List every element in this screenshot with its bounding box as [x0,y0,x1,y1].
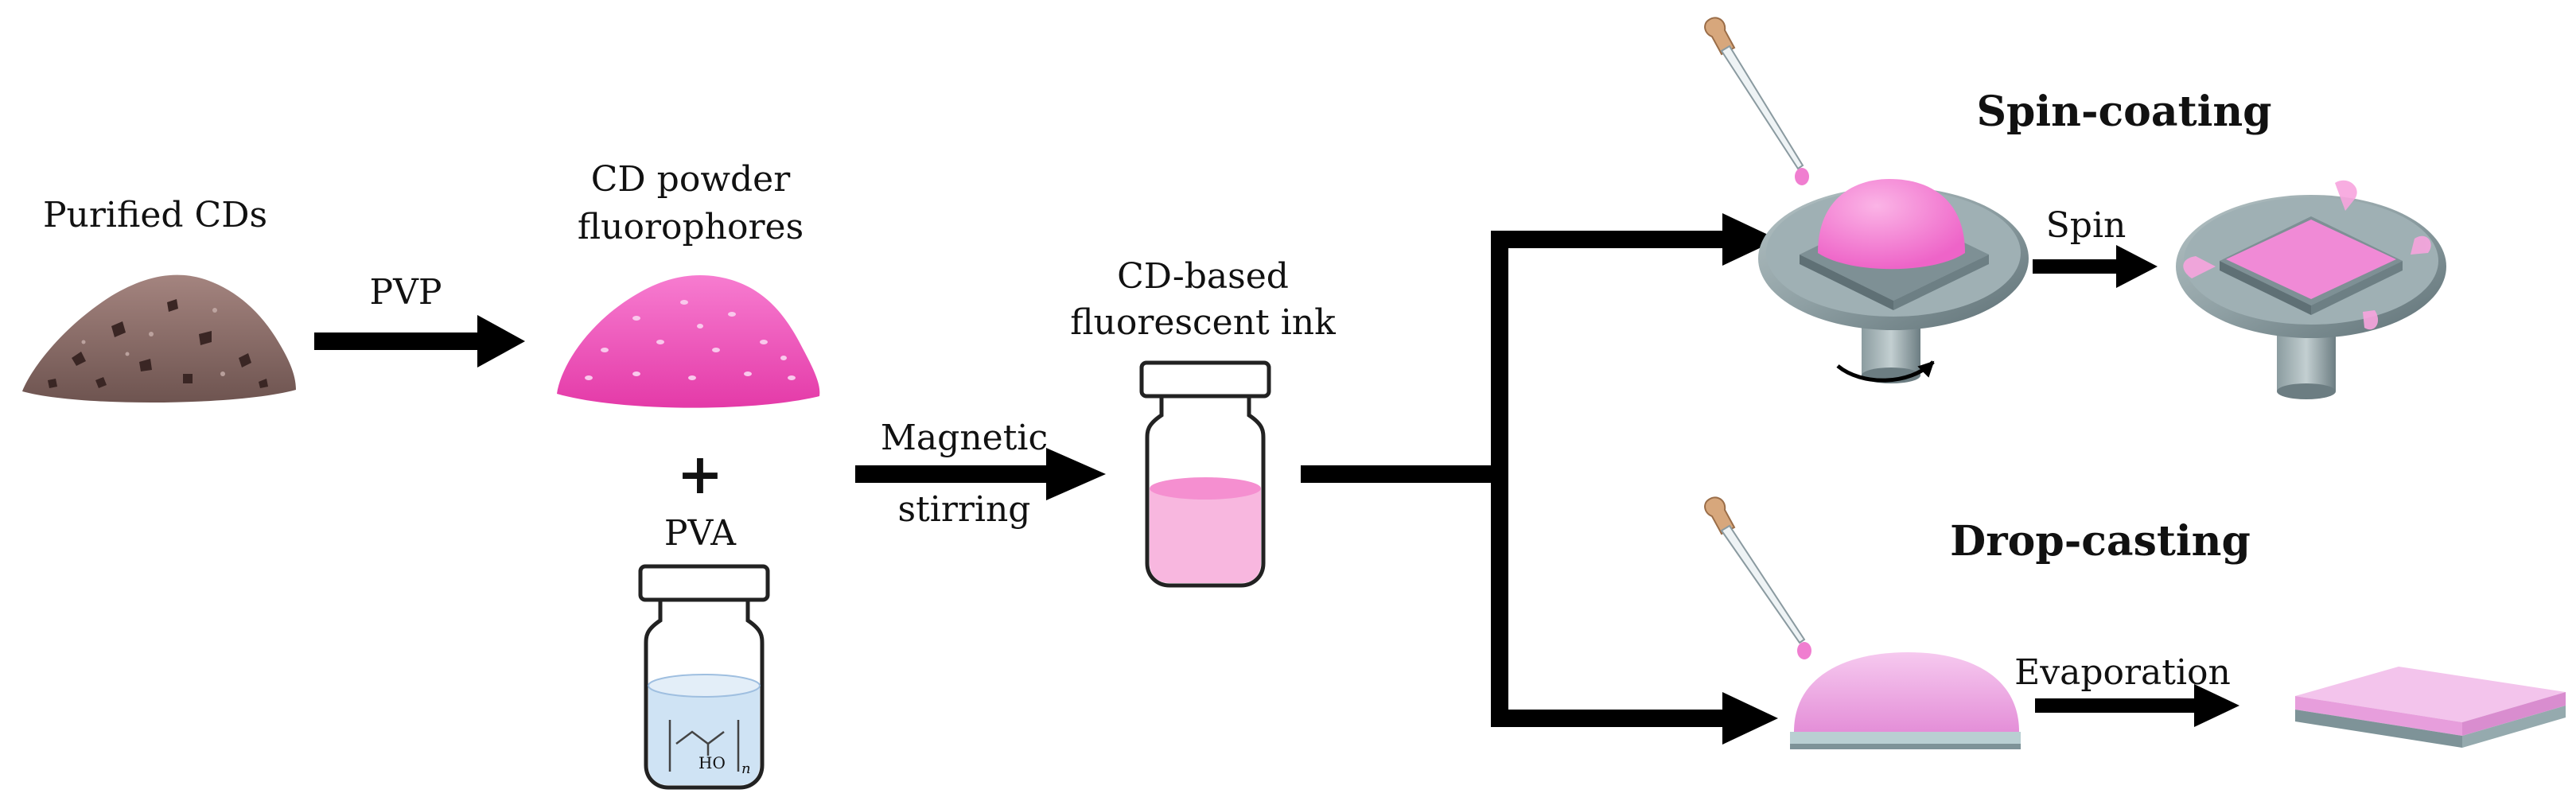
plus-sign: + [677,441,724,507]
arrow-magnetic-stirring [855,448,1106,500]
pva-formula-n: n [741,760,751,777]
spin-coater-icon [2176,180,2446,399]
purified-cds-label: Purified CDs [43,195,267,235]
drop-casting-title: Drop-casting [1950,517,2251,566]
pva-label: PVA [664,513,737,554]
stirring-label: stirring [898,489,1031,530]
ink-label-line2: fluorescent ink [1070,302,1336,343]
spin-coating-title: Spin-coating [1976,88,2271,136]
spin-coater-icon [1758,179,2029,383]
arrow-spin [2033,245,2158,288]
cd-powder-label-line2: fluorophores [578,207,804,247]
arrow-evaporation [2035,684,2239,727]
dropper-icon [1704,496,1811,659]
branch-arrows [1301,213,1778,745]
powder-pile-icon [557,275,820,408]
pvp-label: PVP [370,272,442,313]
pva-formula [668,720,740,772]
vial-icon [1139,360,1271,588]
ink-label-line1: CD-based [1117,256,1289,297]
spin-label: Spin [2046,205,2127,246]
cd-powder-label-line1: CD powder [591,159,791,200]
pva-formula-ho: HO [698,753,726,772]
magnetic-label: Magnetic [881,418,1048,458]
arrow-pvp [314,315,525,368]
powder-pile-icon [22,274,296,403]
vial-icon: HO n [638,564,770,790]
film-icon [1790,652,2021,749]
dropper-icon [1704,17,1809,185]
film-icon [2295,667,2566,748]
